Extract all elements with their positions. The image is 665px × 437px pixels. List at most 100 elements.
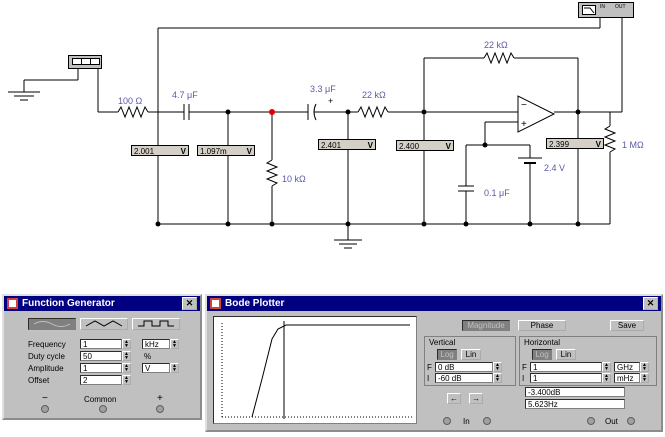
voltmeter-1-unit: V xyxy=(180,147,186,156)
node-marker-red xyxy=(269,109,275,115)
voltmeter-4-unit: V xyxy=(445,142,451,151)
horizontal-final-input[interactable]: 1 xyxy=(530,362,602,372)
bode-in-terminal-label: IN xyxy=(600,4,605,10)
vertical-log-button[interactable]: Log xyxy=(437,349,457,360)
svg-text:−: − xyxy=(521,100,527,111)
amplitude-unit-spinner[interactable]: ▲▼ xyxy=(170,363,179,373)
horizontal-final-spinner[interactable]: ▲▼ xyxy=(602,362,611,372)
horizontal-final-unit-spinner[interactable]: ▲▼ xyxy=(640,362,649,372)
magnitude-curve xyxy=(251,324,410,418)
vertical-initial-label: I xyxy=(427,374,430,383)
amplitude-spinner[interactable]: ▲▼ xyxy=(122,363,131,373)
magnitude-button[interactable]: Magnitude xyxy=(462,320,510,331)
app-logo-icon xyxy=(7,298,18,309)
function-generator-title: Function Generator xyxy=(22,298,115,309)
frequency-spinner[interactable]: ▲▼ xyxy=(122,339,131,349)
frequency-input[interactable]: 1 xyxy=(80,339,122,349)
horizontal-group: Horizontal Log Lin F 1 ▲▼ GHz ▲▼ I 1 ▲▼ … xyxy=(519,336,657,386)
voltmeter-2-value: 1.097m xyxy=(200,147,227,156)
square-wave-button[interactable] xyxy=(132,318,180,330)
out-terminal-2[interactable] xyxy=(627,417,635,425)
duty-cycle-label: Duty cycle xyxy=(28,352,65,361)
voltmeter-1[interactable]: 2.001 V xyxy=(131,145,189,156)
r-source-label: 100 Ω xyxy=(118,96,143,106)
horizontal-initial-unit-spinner[interactable]: ▲▼ xyxy=(640,373,649,383)
function-generator-icon[interactable] xyxy=(68,55,102,69)
duty-cycle-input[interactable]: 50 xyxy=(80,351,122,361)
horizontal-initial-label: I xyxy=(522,374,525,383)
vertical-group: Vertical Log Lin F 0 dB ▲▼ I -60 dB ▲▼ xyxy=(424,336,516,386)
horizontal-lin-button[interactable]: Lin xyxy=(556,349,576,360)
r-ground-label: 10 kΩ xyxy=(282,174,306,184)
voltmeter-2-unit: V xyxy=(246,147,252,156)
voltmeter-3-value: 2.401 xyxy=(321,141,342,150)
voltmeter-2[interactable]: 1.097m V xyxy=(197,145,255,156)
vertical-lin-button[interactable]: Lin xyxy=(461,349,481,360)
c-input-label: 4.7 μF xyxy=(172,90,198,100)
minus-terminal[interactable] xyxy=(41,405,49,413)
app-logo-icon xyxy=(210,298,221,309)
out-label: Out xyxy=(605,417,618,426)
vertical-final-spinner[interactable]: ▲▼ xyxy=(493,362,502,372)
vertical-label: Vertical xyxy=(429,338,456,347)
cursor-left-button[interactable]: ← xyxy=(447,393,461,404)
r-feedback-label: 22 kΩ xyxy=(484,40,508,50)
common-terminal[interactable] xyxy=(99,405,107,413)
frequency-label: Frequency xyxy=(28,340,66,349)
phase-button[interactable]: Phase xyxy=(518,320,566,331)
amplitude-input[interactable]: 1 xyxy=(80,363,122,373)
bode-plotter-titlebar[interactable]: Bode Plotter ✕ xyxy=(207,296,661,311)
readout-frequency: 5.623Hz xyxy=(525,399,625,409)
in-terminal-2[interactable] xyxy=(483,417,491,425)
close-icon[interactable]: ✕ xyxy=(643,297,658,310)
bode-plotter-icon[interactable]: IN OUT xyxy=(578,2,634,18)
horizontal-final-label: F xyxy=(522,363,527,372)
offset-label: Offset xyxy=(28,376,50,385)
r-load-label: 1 MΩ xyxy=(622,140,644,150)
duty-cycle-spinner[interactable]: ▲▼ xyxy=(122,351,131,361)
frequency-unit-select[interactable]: kHz xyxy=(142,339,170,349)
offset-input[interactable]: 2 xyxy=(80,375,122,385)
vertical-final-input[interactable]: 0 dB xyxy=(435,362,493,372)
triangle-wave-icon xyxy=(85,320,123,327)
frequency-unit-spinner[interactable]: ▲▼ xyxy=(170,339,179,349)
horizontal-final-unit[interactable]: GHz xyxy=(614,362,640,372)
bode-plot-area[interactable] xyxy=(213,316,417,424)
battery-label: 2.4 V xyxy=(544,163,565,173)
readout-magnitude: -3.400dB xyxy=(525,387,625,397)
vertical-initial-spinner[interactable]: ▲▼ xyxy=(493,373,502,383)
amplitude-label: Amplitude xyxy=(28,364,64,373)
offset-spinner[interactable]: ▲▼ xyxy=(122,375,131,385)
horizontal-initial-input[interactable]: 1 xyxy=(530,373,602,383)
cursor-right-button[interactable]: → xyxy=(469,393,483,404)
voltmeter-1-value: 2.001 xyxy=(134,147,155,156)
function-generator-titlebar[interactable]: Function Generator ✕ xyxy=(4,296,200,311)
duty-cycle-unit: % xyxy=(144,352,152,361)
vertical-initial-input[interactable]: -60 dB xyxy=(435,373,493,383)
horizontal-log-button[interactable]: Log xyxy=(532,349,552,360)
amplitude-unit-select[interactable]: V xyxy=(142,363,170,373)
close-icon[interactable]: ✕ xyxy=(182,297,197,310)
triangle-wave-button[interactable] xyxy=(80,318,128,330)
square-wave-icon xyxy=(138,320,174,327)
vertical-final-label: F xyxy=(427,363,432,372)
voltmeter-5-value: 2.399 xyxy=(549,140,570,149)
voltmeter-4[interactable]: 2.400 V xyxy=(396,140,454,151)
voltmeter-3[interactable]: 2.401 V xyxy=(318,139,376,150)
r-series-label: 22 kΩ xyxy=(362,90,386,100)
horizontal-label: Horizontal xyxy=(524,338,561,347)
svg-text:+: + xyxy=(521,119,527,130)
save-button[interactable]: Save xyxy=(610,320,644,331)
plus-terminal[interactable] xyxy=(156,405,164,413)
voltmeter-5[interactable]: 2.399 V xyxy=(546,138,604,149)
out-terminal-1[interactable] xyxy=(587,417,595,425)
in-terminal-1[interactable] xyxy=(443,417,451,425)
in-label: In xyxy=(463,417,470,426)
svg-text:+: + xyxy=(328,96,333,106)
sine-wave-button[interactable] xyxy=(28,318,76,330)
sine-wave-icon xyxy=(33,321,71,327)
horizontal-initial-spinner[interactable]: ▲▼ xyxy=(602,373,611,383)
schematic: − + + 100 Ω 4.7 μF 10 kΩ 3.3 μF 22 kΩ 22… xyxy=(8,18,644,249)
horizontal-initial-unit[interactable]: mHz xyxy=(614,373,640,383)
voltmeter-3-unit: V xyxy=(367,141,373,150)
